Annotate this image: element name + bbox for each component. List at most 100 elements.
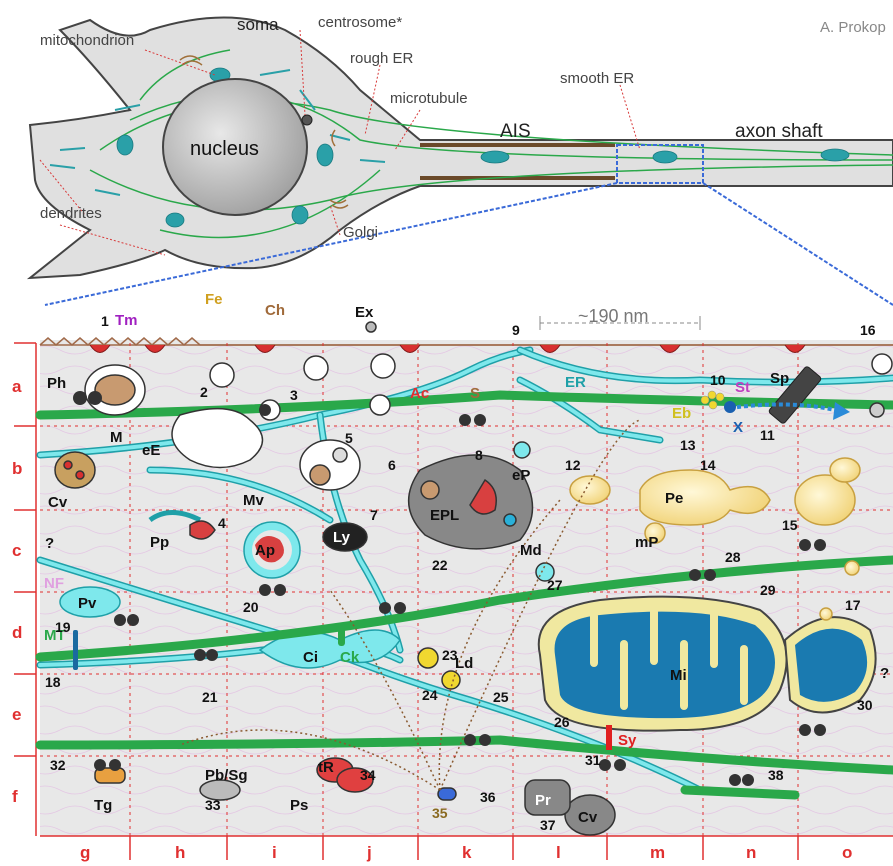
dendrites-label: dendrites xyxy=(40,205,102,222)
num-27: 27 xyxy=(547,577,563,593)
num-13: 13 xyxy=(680,437,696,453)
label-ci: Ci xyxy=(303,649,318,666)
num-10: 10 xyxy=(710,372,726,388)
label-mi: Mi xyxy=(670,667,687,684)
num-25: 25 xyxy=(493,689,509,705)
row-label-d: d xyxy=(12,623,22,642)
num-4: 4 xyxy=(218,515,226,531)
label-cv: Cv xyxy=(48,494,68,511)
ais-label: AIS xyxy=(500,121,531,142)
num-1: 1 xyxy=(101,313,109,329)
num-29: 29 xyxy=(760,582,776,598)
label-pe: Pe xyxy=(665,490,683,507)
mt-cross-18 xyxy=(73,630,78,670)
label-st: St xyxy=(735,379,750,396)
label-er: ER xyxy=(565,374,586,391)
axon-shaft-label: axon shaft xyxy=(735,121,823,142)
credit-label: A. Prokop xyxy=(820,19,886,36)
num-36: 36 xyxy=(480,789,496,805)
col-label-j: j xyxy=(366,843,372,862)
label-s: S xyxy=(470,385,480,402)
num-11: 11 xyxy=(760,427,775,443)
num-15: 15 xyxy=(782,517,798,533)
num-17: 17 xyxy=(845,597,861,613)
num-20: 20 xyxy=(243,599,259,615)
row-label-b: b xyxy=(12,459,22,478)
label-ph: Ph xyxy=(47,375,66,392)
label-pv: Pv xyxy=(78,595,97,612)
nucleus-label: nucleus xyxy=(190,138,259,160)
num-33: 33 xyxy=(205,797,221,813)
label-mp: mP xyxy=(635,534,658,551)
num-19: 19 xyxy=(55,619,71,635)
neuron-overview: A. Prokop mitochondrion soma centrosome*… xyxy=(30,14,893,305)
num-5: 5 xyxy=(345,430,353,446)
num-9: 9 xyxy=(512,322,520,338)
label-ac: Ac xyxy=(410,385,429,402)
num-8: 8 xyxy=(475,447,483,463)
num-2: 2 xyxy=(200,384,208,400)
col-label-h: h xyxy=(175,843,185,862)
mitochondrion-label: mitochondrion xyxy=(40,32,134,49)
label-ch: Ch xyxy=(265,302,285,319)
label-ex: Ex xyxy=(355,304,374,321)
label-ck: Ck xyxy=(340,649,360,666)
label-pp: Pp xyxy=(150,534,169,551)
label-m: M xyxy=(110,429,123,446)
label-md: Md xyxy=(520,542,542,559)
num-24: 24 xyxy=(422,687,438,703)
num-22: 22 xyxy=(432,557,448,573)
soma-label: soma xyxy=(237,15,279,34)
col-label-g: g xyxy=(80,843,90,862)
col-label-k: k xyxy=(462,843,472,862)
label-sp: Sp xyxy=(770,370,789,387)
num-12: 12 xyxy=(565,457,581,473)
label-tg: Tg xyxy=(94,797,112,814)
label-ee: eE xyxy=(142,442,160,459)
label-pb-sg: Pb/Sg xyxy=(205,767,248,784)
question-mark-1: ? xyxy=(45,535,54,552)
num-23: 23 xyxy=(442,647,458,663)
row-label-a: a xyxy=(12,377,22,396)
soma-outline xyxy=(30,18,893,279)
num-37: 37 xyxy=(540,817,556,833)
col-label-l: l xyxy=(556,843,561,862)
question-mark-2: ? xyxy=(880,665,889,682)
label-nf: NF xyxy=(44,575,64,592)
label-mv: Mv xyxy=(243,492,264,509)
axon-initial-segment-top xyxy=(420,143,615,147)
centrosome-label: centrosome* xyxy=(318,14,402,31)
num-31: 31 xyxy=(585,752,601,768)
num-34: 34 xyxy=(360,767,376,783)
label-pr: Pr xyxy=(535,792,551,809)
num-7: 7 xyxy=(370,507,378,523)
label-fe: Fe xyxy=(205,291,223,308)
synaphilin-sy xyxy=(606,725,612,750)
num-18: 18 xyxy=(45,674,61,690)
col-label-i: i xyxy=(272,843,277,862)
label-epl: EPL xyxy=(430,507,459,524)
rough-er-label: rough ER xyxy=(350,50,414,67)
num-38: 38 xyxy=(768,767,784,783)
scale-label: ~190 nm xyxy=(578,306,649,326)
num-6: 6 xyxy=(388,457,396,473)
col-label-m: m xyxy=(650,843,665,862)
label-ld: Ld xyxy=(455,655,473,672)
num-35: 35 xyxy=(432,805,448,821)
num-16: 16 xyxy=(860,322,876,338)
num-21: 21 xyxy=(202,689,218,705)
row-label-c: c xyxy=(12,541,21,560)
num-26: 26 xyxy=(554,714,570,730)
row-label-f: f xyxy=(12,787,18,806)
label-ps: Ps xyxy=(290,797,308,814)
zoom-panel: a b c d e f g h i j k l m n o xyxy=(12,291,893,862)
label-tm: Tm xyxy=(115,312,138,329)
col-label-n: n xyxy=(746,843,756,862)
ck-bar xyxy=(338,628,345,646)
label-x: X xyxy=(733,419,743,436)
label-ap: Ap xyxy=(255,542,275,559)
label-sy: Sy xyxy=(618,732,637,749)
num-32: 32 xyxy=(50,757,66,773)
centrosome xyxy=(302,115,312,125)
golgi-label: Golgi xyxy=(343,224,378,241)
